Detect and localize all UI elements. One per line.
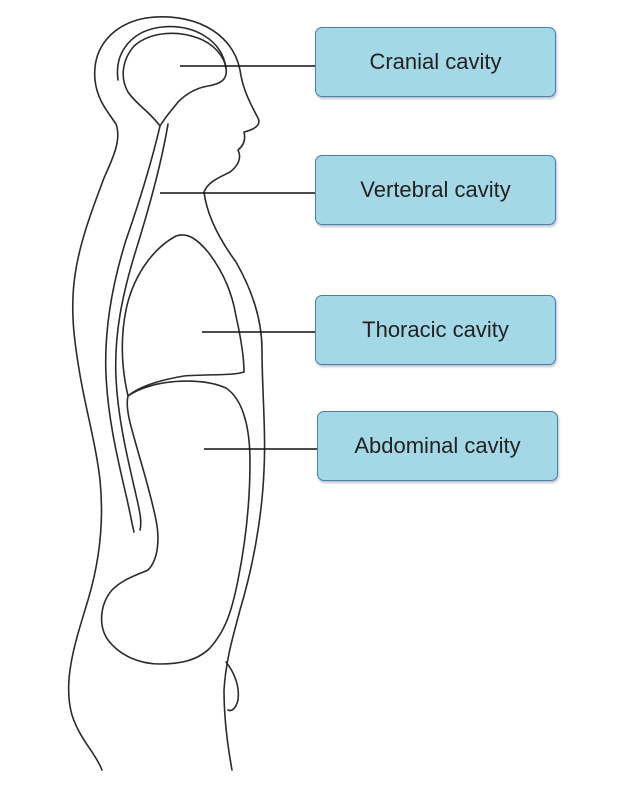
cranial-cavity-outline — [122, 32, 227, 127]
cranial-membrane — [116, 25, 228, 127]
label-vertebral-cavity-text: Vertebral cavity — [360, 177, 511, 202]
vertebral-canal-inner — [114, 123, 169, 531]
label-vertebral-cavity: Vertebral cavity — [315, 155, 556, 225]
leg-outline — [225, 661, 240, 712]
label-thoracic-cavity-text: Thoracic cavity — [362, 317, 509, 342]
head-front-profile — [145, 16, 266, 771]
abdominal-cavity-outline — [100, 380, 251, 665]
label-thoracic-cavity: Thoracic cavity — [315, 295, 556, 365]
label-cranial-cavity-text: Cranial cavity — [369, 49, 502, 74]
label-abdominal-cavity-text: Abdominal cavity — [354, 433, 521, 458]
vertebral-canal-outer — [104, 125, 161, 533]
body-outline-front — [67, 17, 147, 771]
label-cranial-cavity: Cranial cavity — [315, 27, 556, 97]
label-abdominal-cavity: Abdominal cavity — [317, 411, 558, 481]
thoracic-cavity-outline — [121, 234, 245, 397]
